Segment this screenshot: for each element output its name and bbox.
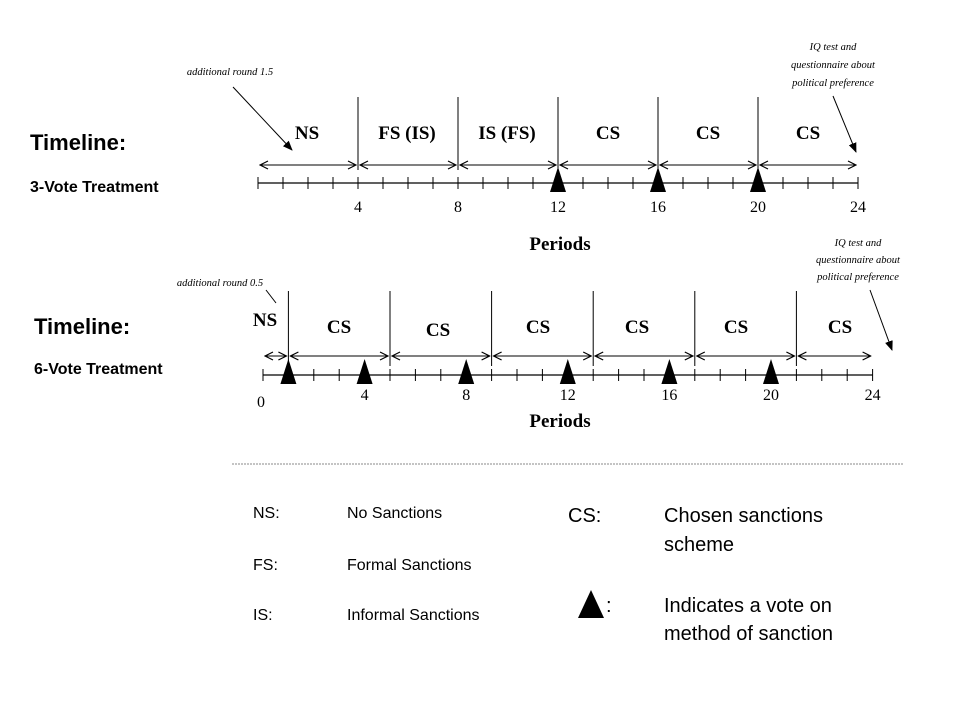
- tick-label: 16: [650, 199, 666, 216]
- segment-label: NS: [295, 123, 319, 144]
- vote-triangle-icon: [661, 359, 678, 384]
- legend-vote-text-1: Indicates a vote on: [664, 595, 832, 617]
- timeline-a-note-right-1: IQ test and: [809, 42, 857, 53]
- segment-label: CS: [327, 317, 351, 338]
- timeline-b-note-right-2: questionnaire about: [816, 255, 901, 266]
- tick-label: 16: [661, 387, 677, 404]
- timeline-a-axis: NS FS (IS) IS (FS) CS CS CS 4 8 12 16 20 24: [257, 97, 866, 216]
- tick-label: 12: [560, 387, 576, 404]
- timeline-b-axis-label: Periods: [529, 411, 590, 432]
- vote-triangle-icon: [559, 359, 576, 384]
- timeline-b-note-left: additional round 0.5: [177, 278, 263, 289]
- legend-fs-abbr: FS:: [253, 557, 278, 574]
- legend-ns-abbr: NS:: [253, 505, 280, 522]
- segment-label: CS: [724, 317, 748, 338]
- timeline-a-note-right-arrow: [832, 95, 857, 153]
- legend-cs-text-1: Chosen sanctions: [664, 505, 823, 527]
- legend-is-text: Informal Sanctions: [347, 607, 480, 624]
- legend-vote-colon: :: [606, 595, 612, 617]
- segment-label: CS: [828, 317, 852, 338]
- timeline-b-note-right-3: political preference: [816, 272, 899, 283]
- legend-vote-text-2: method of sanction: [664, 623, 833, 645]
- legend-cs-text-2: scheme: [664, 534, 734, 556]
- timeline-3-vote: Timeline: 3-Vote Treatment additional ro…: [30, 42, 876, 255]
- legend-cs-abbr: CS:: [568, 505, 601, 527]
- timeline-a-title: Timeline:: [30, 130, 126, 155]
- tick-label: 24: [850, 199, 866, 216]
- tick-label: 20: [750, 199, 766, 216]
- segment-label: CS: [696, 123, 720, 144]
- timeline-a-note-right-3: political preference: [791, 78, 874, 89]
- timeline-a-note-left: additional round 1.5: [187, 67, 273, 78]
- segment-label: CS: [426, 320, 450, 341]
- segment-label: CS: [625, 317, 649, 338]
- tick-label: 8: [454, 199, 462, 216]
- timeline-a-axis-label: Periods: [529, 234, 590, 255]
- vote-triangle-icon: [578, 590, 604, 618]
- timeline-6-vote: Timeline: 6-Vote Treatment additional ro…: [34, 238, 901, 432]
- timeline-b-note-right-1: IQ test and: [834, 238, 882, 249]
- vote-triangle-icon: [763, 359, 779, 384]
- legend-is-abbr: IS:: [253, 607, 273, 624]
- tick-label: 24: [865, 387, 881, 404]
- legend-fs-text: Formal Sanctions: [347, 557, 472, 574]
- tick-label: 8: [462, 387, 470, 404]
- segment-label: IS (FS): [478, 123, 536, 144]
- timeline-a-note-left-arrow: [232, 86, 293, 151]
- vote-triangle-icon: [458, 359, 475, 384]
- tick-label-zero: 0: [257, 394, 265, 411]
- legend-ns-text: No Sanctions: [347, 505, 442, 522]
- segment-label: FS (IS): [378, 123, 436, 144]
- segment-label: CS: [526, 317, 550, 338]
- segment-label: CS: [596, 123, 620, 144]
- timeline-b-note-right-arrow: [869, 289, 893, 351]
- segment-label: NS: [253, 310, 277, 331]
- tick-label: 20: [763, 387, 779, 404]
- tick-label: 4: [354, 199, 362, 216]
- timeline-a-note-right-2: questionnaire about: [791, 60, 876, 71]
- timeline-b-subtitle: 6-Vote Treatment: [34, 361, 163, 378]
- vote-triangle-icon: [356, 359, 373, 384]
- segment-label: CS: [796, 123, 820, 144]
- legend: NS: No Sanctions FS: Formal Sanctions IS…: [253, 505, 833, 645]
- vote-triangle-icon: [650, 167, 666, 192]
- timeline-b-note-left-line: [265, 289, 277, 304]
- vote-triangle-icon: [750, 167, 766, 192]
- timeline-a-subtitle: 3-Vote Treatment: [30, 179, 159, 196]
- timeline-b-title: Timeline:: [34, 314, 130, 339]
- tick-label: 12: [550, 199, 566, 216]
- timeline-b-axis: NS CS CS CS CS CS CS 4 8 12 16 20 24 0: [253, 291, 881, 411]
- vote-triangle-icon: [550, 167, 566, 192]
- tick-label: 4: [361, 387, 369, 404]
- vote-triangle-icon: [280, 359, 297, 384]
